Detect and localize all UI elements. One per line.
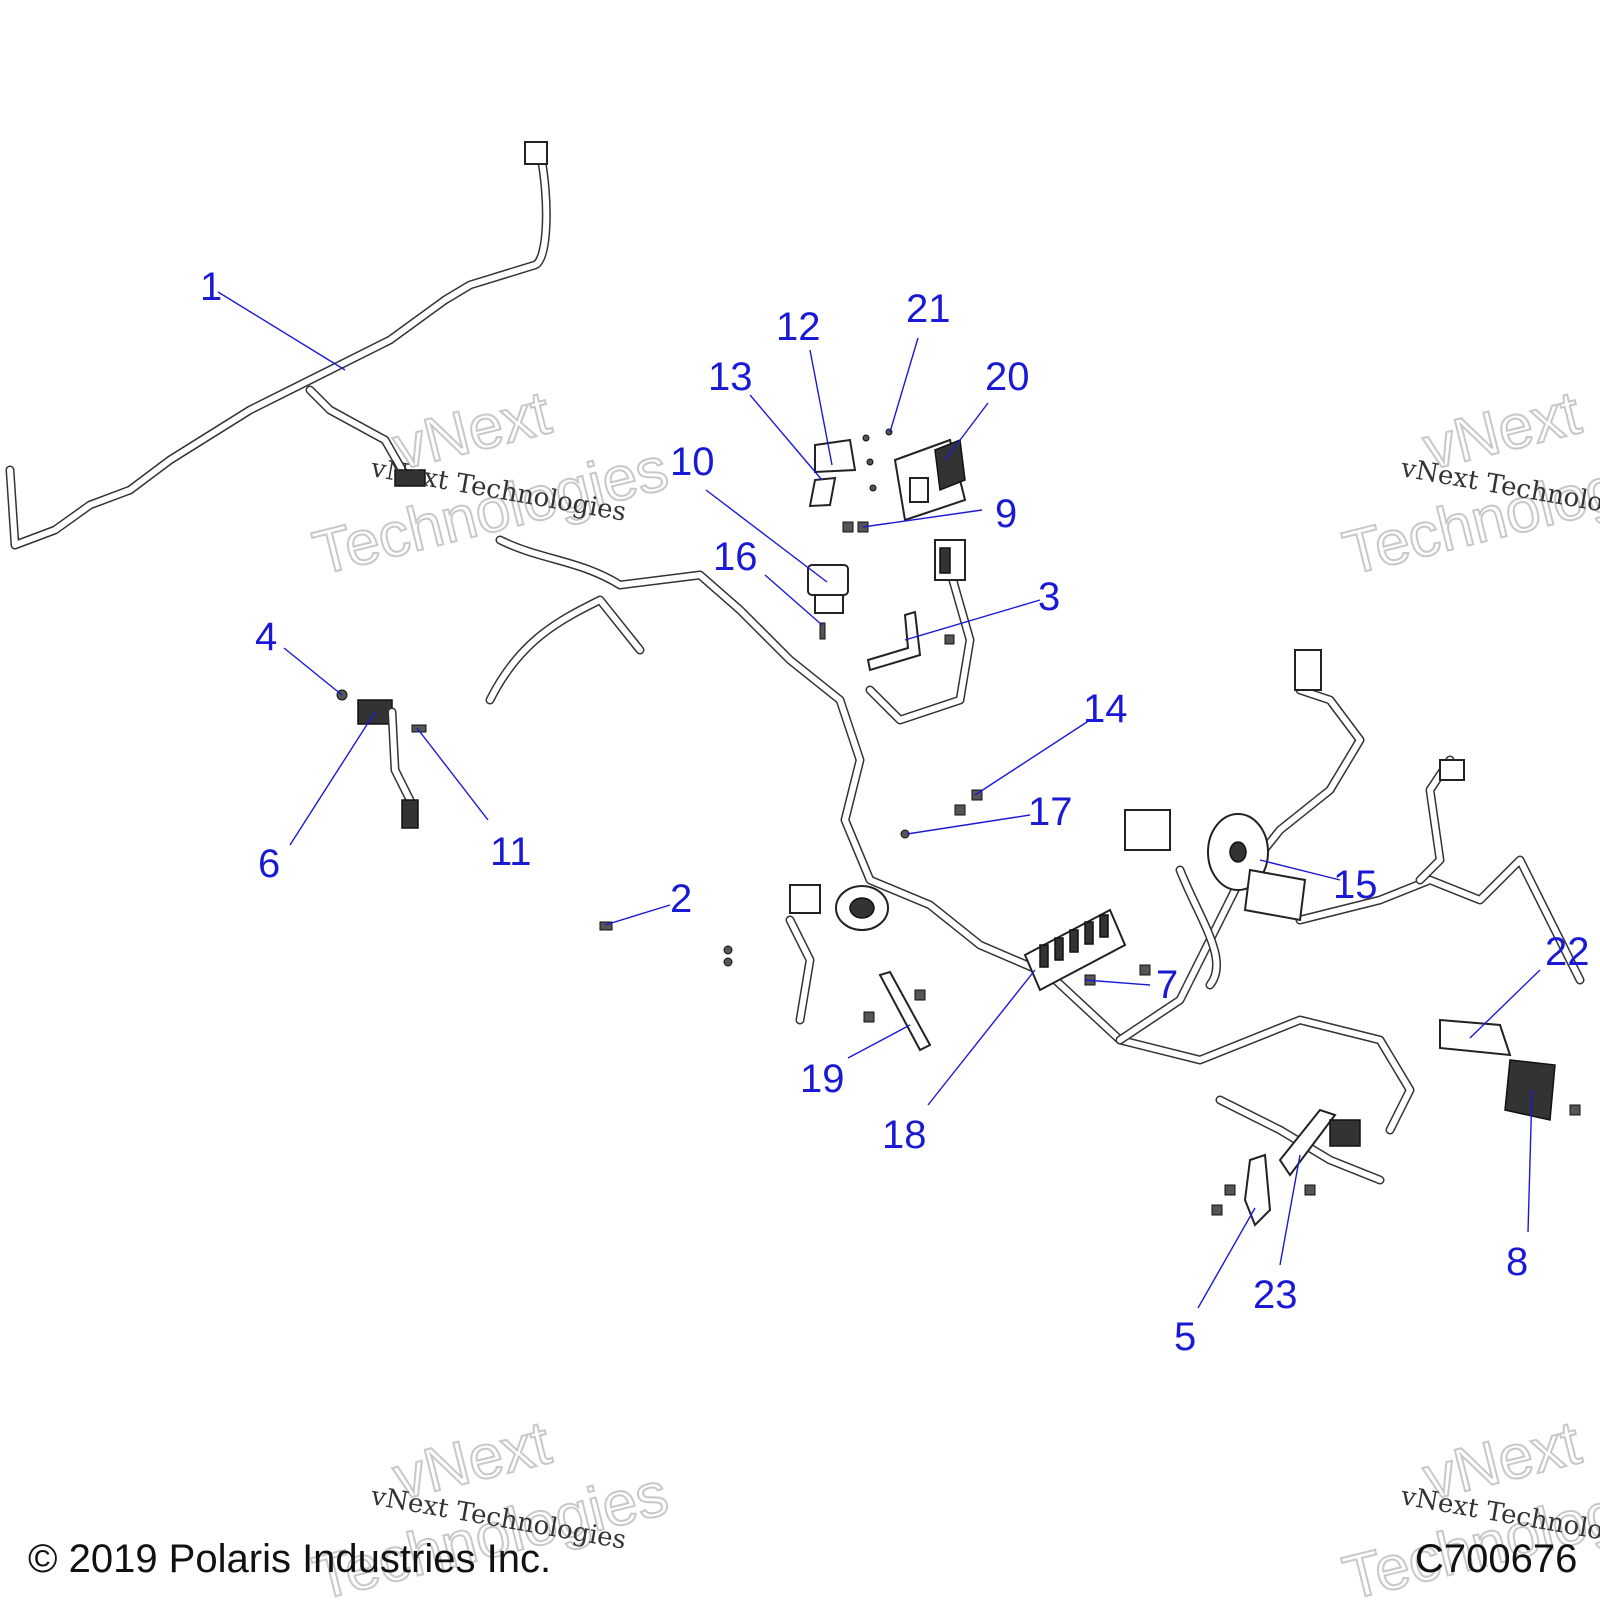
figure-code: C700676 (1415, 1537, 1577, 1581)
bracket-part-5 (1243, 1153, 1272, 1227)
bracket-part-22 (1439, 1018, 1512, 1057)
relay-part-10 (807, 564, 849, 614)
callout-8: 8 (1506, 1240, 1528, 1284)
callout-3: 3 (1038, 575, 1060, 619)
main-harness (485, 535, 1585, 1185)
callout-20: 20 (985, 355, 1030, 399)
copyright-text: © 2019 Polaris Industries Inc. (28, 1537, 551, 1581)
horn-part-15 (1207, 813, 1307, 922)
regulator-part-8 (1504, 1059, 1556, 1121)
callouts: 1 2 3 4 5 6 7 8 9 10 11 12 13 14 15 16 1… (200, 265, 1590, 1359)
callout-18: 18 (882, 1113, 927, 1157)
fuse-block-part-18 (1023, 908, 1127, 992)
ecu-module-part-20 (893, 438, 967, 522)
bracket-part-3 (866, 610, 922, 672)
callout-6: 6 (258, 842, 280, 886)
callout-19: 19 (800, 1057, 845, 1101)
callout-9: 9 (995, 492, 1017, 536)
connector-block (934, 539, 966, 581)
callout-4: 4 (255, 615, 277, 659)
sensor-part-6 (357, 699, 419, 829)
callout-12: 12 (776, 305, 821, 349)
bracket-part-23 (1278, 1108, 1361, 1177)
callout-15: 15 (1333, 863, 1378, 907)
bracket-part-19 (878, 970, 932, 1052)
leader-lines (217, 291, 1541, 1309)
callout-14: 14 (1083, 687, 1128, 731)
callout-11: 11 (490, 830, 532, 874)
callout-22: 22 (1545, 930, 1590, 974)
callout-2: 2 (670, 877, 692, 921)
clamp-ring (789, 884, 889, 931)
bracket-part-12 (808, 438, 857, 508)
callout-5: 5 (1174, 1315, 1196, 1359)
callout-21: 21 (906, 287, 951, 331)
callout-10: 10 (670, 440, 715, 484)
watermark-top-right: vNext Technologies vNext Technologies (1336, 377, 1600, 589)
relay-cluster (1124, 649, 1465, 851)
callout-13: 13 (708, 355, 753, 399)
harness-part-1 (5, 141, 551, 550)
callout-16: 16 (713, 535, 758, 579)
callout-1: 1 (200, 265, 222, 309)
callout-17: 17 (1028, 790, 1073, 834)
callout-7: 7 (1156, 963, 1178, 1007)
callout-23: 23 (1253, 1273, 1298, 1317)
watermark-top-left: vNext Technologies vNext Technologies (306, 377, 676, 589)
